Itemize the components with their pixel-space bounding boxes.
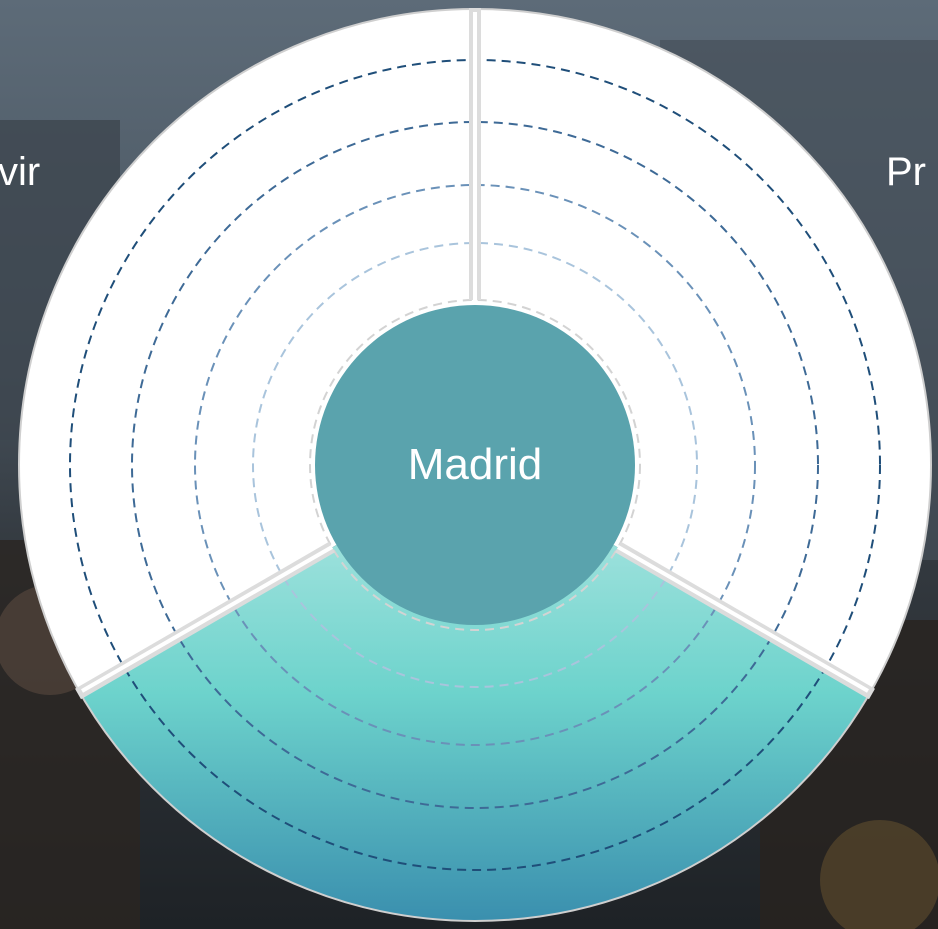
- center-circle[interactable]: [315, 305, 635, 625]
- segment-label-left: vir: [0, 150, 41, 194]
- dashed-ring-2: [131, 121, 819, 809]
- segment-label-right: Pr: [886, 150, 926, 194]
- dashed-ring-3: [194, 184, 756, 746]
- dashed-ring-4: [252, 242, 698, 688]
- dashed-ring-5: [309, 299, 641, 631]
- center-label: Madrid: [407, 440, 543, 489]
